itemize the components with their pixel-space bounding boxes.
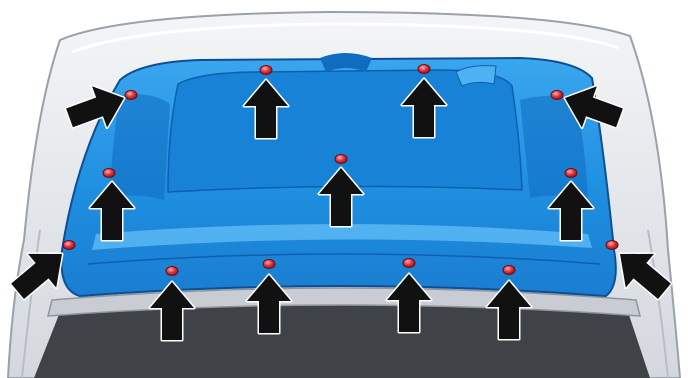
retaining-clip-icon	[417, 64, 431, 74]
pointer-arrow-icon	[317, 166, 365, 228]
pointer-arrow-icon	[385, 272, 433, 334]
pointer-arrow-icon	[618, 252, 673, 301]
trunk-floor	[34, 300, 650, 378]
retaining-clip-icon	[334, 154, 348, 164]
trunk-floor-lip	[47, 287, 641, 317]
pointer-arrow-icon	[88, 180, 136, 242]
pointer-arrow-icon	[9, 252, 64, 301]
pointer-arrow-icon	[485, 279, 533, 341]
retaining-clip-icon	[165, 266, 179, 276]
pointer-arrow-icon	[148, 280, 196, 342]
pointer-arrow-icon	[563, 84, 625, 130]
retaining-clip-icon	[402, 258, 416, 268]
retaining-clip-icon	[605, 240, 619, 250]
pointer-arrow-icon	[242, 78, 290, 140]
pointer-arrow-icon	[547, 180, 595, 242]
clip-layer	[62, 64, 619, 276]
pointer-arrow-icon	[64, 84, 126, 130]
retaining-clip-icon	[262, 259, 276, 269]
retaining-clip-icon	[102, 168, 116, 178]
pointer-arrow-icon	[245, 273, 293, 335]
retaining-clip-icon	[502, 265, 516, 275]
retaining-clip-icon	[124, 90, 138, 100]
retaining-clip-icon	[62, 240, 76, 250]
arrow-layer	[9, 77, 673, 342]
pointer-arrow-icon	[400, 77, 448, 139]
retaining-clip-icon	[259, 65, 273, 75]
retaining-clip-icon	[564, 168, 578, 178]
retaining-clip-icon	[550, 90, 564, 100]
